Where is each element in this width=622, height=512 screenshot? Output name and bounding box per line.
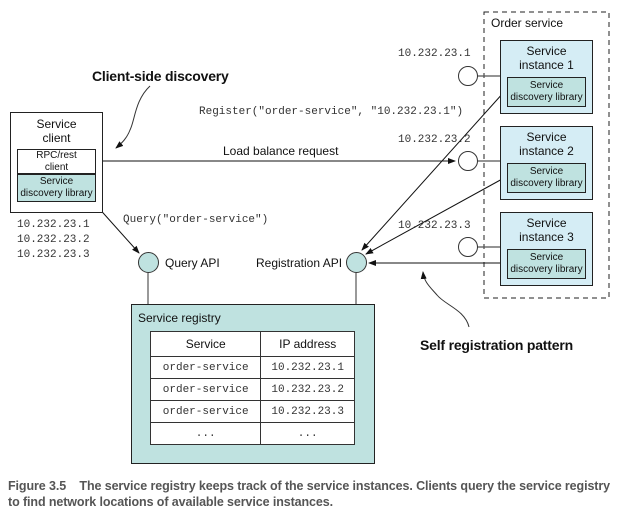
cached-ip: 10.232.23.3 [17, 249, 90, 261]
instance1-ip: 10.232.23.1 [398, 48, 471, 60]
ip-cell: 10.232.23.2 [260, 378, 355, 401]
instance3-port-icon [458, 237, 478, 257]
service-client-title-2: client [42, 131, 71, 145]
registry-table: Service IP address order-service 10.232.… [149, 331, 355, 445]
client-lib-line-1: Service [39, 176, 74, 187]
service-client-title-1: Service [36, 117, 77, 131]
register-message: Register("order-service", "10.232.23.1") [199, 106, 464, 118]
service-instance-3: Service instance 3 Service discovery lib… [500, 212, 593, 286]
instance2-discovery-library: Service discovery library [507, 163, 586, 193]
client-discovery-callout-arrow [115, 85, 151, 149]
instance3-discovery-library: Service discovery library [507, 249, 586, 279]
instance1-port-icon [458, 66, 478, 86]
service-cell: order-service [149, 378, 262, 401]
rpc-client-line-2: client [44, 162, 69, 173]
lib-line-1: Service [529, 252, 564, 263]
lib-line-1: Service [529, 166, 564, 177]
service-client-box: Service client RPC/rest client Service d… [10, 112, 103, 213]
instance1-discovery-library: Service discovery library [507, 77, 586, 107]
figure-number: Figure 3.5 [8, 479, 67, 493]
ip-cell: 10.232.23.1 [260, 356, 355, 379]
registration-api-icon [346, 252, 367, 273]
service-instance-2: Service instance 2 Service discovery lib… [500, 126, 593, 200]
order-service-label: Order service [491, 16, 564, 30]
lib-line-2: discovery library [510, 178, 583, 189]
service-cell: order-service [149, 400, 262, 423]
table-row: order-service 10.232.23.1 [149, 356, 355, 379]
column-header: IP address [260, 331, 355, 357]
cached-ip-list: 10.232.23.1 10.232.23.2 10.232.23.3 [17, 218, 90, 263]
rpc-rest-client-box: RPC/rest client [17, 149, 96, 174]
instance-title-2: instance 3 [519, 230, 574, 244]
table-row: order-service 10.232.23.2 [149, 378, 355, 401]
rpc-client-line-1: RPC/rest [36, 150, 77, 161]
query-api-label: Query API [165, 256, 220, 270]
caption-text: The service registry keeps track of the … [8, 479, 610, 509]
lib-line-1: Service [529, 80, 564, 91]
instance-title-1: Service [526, 44, 567, 58]
service-cell: ... [149, 422, 262, 445]
ip-cell: ... [260, 422, 355, 445]
query-arrow [95, 204, 140, 254]
load-balance-label: Load balance request [223, 144, 339, 158]
client-side-discovery-label: Client-side discovery [92, 68, 229, 84]
instance-title-2: instance 2 [519, 144, 574, 158]
self-registration-callout-arrow [420, 271, 470, 328]
instance2-port-icon [458, 151, 478, 171]
column-header: Service [149, 331, 262, 357]
registration-api-label: Registration API [256, 256, 343, 270]
instance-title-1: Service [526, 216, 567, 230]
registry-header-row: Service IP address [149, 331, 355, 357]
table-row: ... ... [149, 422, 355, 445]
cached-ip: 10.232.23.2 [17, 234, 90, 246]
figure-caption: Figure 3.5 The service registry keeps tr… [8, 478, 618, 510]
instance-title-1: Service [526, 130, 567, 144]
cached-ip: 10.232.23.1 [17, 219, 90, 231]
service-registry-title: Service registry [138, 311, 221, 325]
instance-title-2: instance 1 [519, 58, 574, 72]
register-arrow-2 [365, 177, 505, 255]
table-row: order-service 10.232.23.3 [149, 400, 355, 423]
instance3-ip: 10.232.23.3 [398, 220, 471, 232]
ip-cell: 10.232.23.3 [260, 400, 355, 423]
client-lib-line-2: discovery library [20, 188, 93, 199]
query-api-icon [138, 252, 159, 273]
instance2-ip: 10.232.23.2 [398, 134, 471, 146]
client-discovery-library-box: Service discovery library [17, 174, 96, 202]
service-instance-1: Service instance 1 Service discovery lib… [500, 40, 593, 114]
order-service-container [483, 11, 610, 299]
service-cell: order-service [149, 356, 262, 379]
lib-line-2: discovery library [510, 92, 583, 103]
lib-line-2: discovery library [510, 264, 583, 275]
query-message: Query("order-service") [123, 214, 269, 226]
self-registration-label: Self registration pattern [420, 337, 573, 353]
register-arrow-1 [361, 91, 505, 251]
